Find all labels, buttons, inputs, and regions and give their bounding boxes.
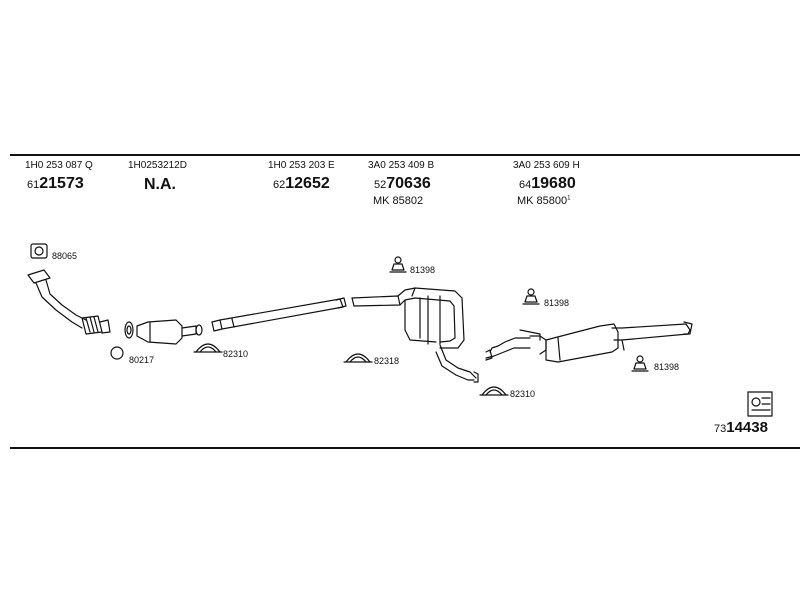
hanger-label: 81398 <box>544 298 570 308</box>
round-gasket-icon <box>110 346 124 360</box>
hanger-label: 81398 <box>410 265 436 275</box>
order-prefix: 61 <box>27 179 40 191</box>
center-muffler-icon <box>351 287 479 383</box>
mk-value: MK 85800 <box>517 195 568 207</box>
sheet-number: 7314438 <box>714 420 768 436</box>
not-available-note: N.A. <box>144 176 176 193</box>
gasket-label: 88065 <box>52 251 78 261</box>
order-prefix: 62 <box>273 179 286 191</box>
pipe-clamp-icon <box>479 386 509 396</box>
intermediate-pipe-icon <box>211 297 347 332</box>
pipe-clamp-icon <box>193 343 223 353</box>
order-main: 21573 <box>39 175 84 192</box>
order-main: 12652 <box>285 175 330 192</box>
clamp-label: 82318 <box>374 356 400 366</box>
order-main: 19680 <box>531 175 576 192</box>
order-main: 70636 <box>386 175 431 192</box>
fitting-kit-icon <box>747 391 773 417</box>
rubber-hanger-icon <box>631 355 649 372</box>
sheet-main: 14438 <box>726 419 768 436</box>
order-prefix: 52 <box>374 179 387 191</box>
rubber-hanger-icon <box>522 288 540 305</box>
rubber-hanger-icon <box>389 256 407 273</box>
round-gasket-label: 80217 <box>129 355 155 365</box>
mk-number-5: MK 858001 <box>517 195 571 207</box>
part-number-3: 1H0 253 203 E <box>268 160 335 171</box>
sheet-prefix: 73 <box>714 423 727 435</box>
flange-gasket-icon <box>30 243 48 259</box>
order-prefix: 64 <box>519 179 532 191</box>
part-number-4: 3A0 253 409 B <box>368 160 435 171</box>
order-number-3: 6212652 <box>273 176 330 192</box>
order-number-4: 5270636 <box>374 176 431 192</box>
order-number-5: 6419680 <box>519 176 576 192</box>
part-number-2: 1H0253212D <box>128 160 187 171</box>
catalytic-converter-icon <box>124 319 203 345</box>
rear-muffler-icon <box>485 321 693 363</box>
pipe-clamp-icon <box>343 353 373 363</box>
clamp-label: 82310 <box>510 389 536 399</box>
front-pipe-icon <box>27 269 111 335</box>
clamp-label: 82310 <box>223 349 249 359</box>
part-number-1: 1H0 253 087 Q <box>25 160 93 171</box>
order-number-1: 6121573 <box>27 176 84 192</box>
mk-number-4: MK 85802 <box>373 195 424 207</box>
part-number-5: 3A0 253 609 H <box>513 160 580 171</box>
bottom-rule <box>10 447 800 449</box>
mk-superscript: 1 <box>567 195 571 202</box>
top-rule <box>10 154 800 156</box>
hanger-label: 81398 <box>654 362 680 372</box>
